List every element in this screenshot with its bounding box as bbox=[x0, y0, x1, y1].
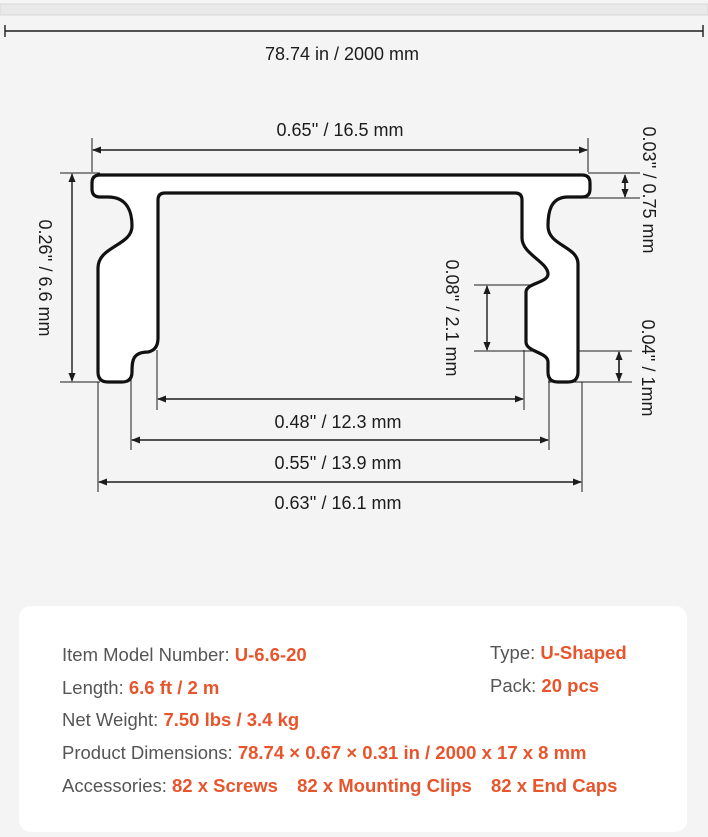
spec-type-value: U-Shaped bbox=[540, 642, 627, 663]
foot-height-label: 0.04'' / 1mm bbox=[638, 320, 658, 417]
spec-pack-label: Pack: bbox=[490, 675, 537, 696]
spec-length-label: Length: bbox=[62, 677, 124, 698]
height-label: 0.26'' / 6.6 mm bbox=[35, 220, 55, 337]
middle-width-label: 0.55'' / 13.9 mm bbox=[275, 453, 402, 473]
spec-type: Type: U-Shaped bbox=[490, 642, 627, 664]
spec-card: Item Model Number: U-6.6-20 Type: U-Shap… bbox=[19, 606, 687, 832]
slot-height-label: 0.08'' / 2.1 mm bbox=[442, 260, 462, 377]
spec-length-value: 6.6 ft / 2 m bbox=[128, 677, 220, 698]
spec-model: Item Model Number: U-6.6-20 bbox=[62, 644, 307, 666]
wall-thickness-label: 0.03'' / 0.75 mm bbox=[639, 127, 659, 254]
length-label: 78.74 in / 2000 mm bbox=[265, 44, 419, 64]
spec-pack: Pack: 20 pcs bbox=[490, 675, 599, 697]
spec-weight: Net Weight: 7.50 lbs / 3.4 kg bbox=[62, 709, 299, 731]
spec-length: Length: 6.6 ft / 2 m bbox=[62, 677, 219, 699]
accessory-end-caps: 82 x End Caps bbox=[490, 775, 618, 796]
bottom-width-label: 0.63'' / 16.1 mm bbox=[275, 493, 402, 513]
spec-accessories-label: Accessories: bbox=[62, 775, 167, 796]
spec-dimensions-value: 78.74 × 0.67 × 0.31 in / 2000 x 17 x 8 m… bbox=[237, 742, 587, 763]
spec-pack-value: 20 pcs bbox=[541, 675, 600, 696]
length-dimension bbox=[4, 25, 704, 37]
spec-model-value: U-6.6-20 bbox=[234, 644, 307, 665]
inner-width-label: 0.48'' / 12.3 mm bbox=[275, 412, 402, 432]
top-width-label: 0.65'' / 16.5 mm bbox=[277, 120, 404, 140]
u-profile-outline bbox=[90, 173, 592, 384]
profile-diagram: 78.74 in / 2000 mm 0.65'' / 16.5 mm 0.26… bbox=[0, 3, 708, 513]
spec-model-label: Item Model Number: bbox=[62, 644, 230, 665]
profile-strip bbox=[0, 3, 708, 16]
accessory-screws: 82 x Screws bbox=[172, 775, 278, 796]
spec-weight-value: 7.50 lbs / 3.4 kg bbox=[163, 709, 300, 730]
spec-type-label: Type: bbox=[490, 642, 536, 663]
spec-accessories: Accessories: 82 x Screws 82 x Mounting C… bbox=[62, 775, 617, 797]
spec-dimensions: Product Dimensions: 78.74 × 0.67 × 0.31 … bbox=[62, 742, 587, 764]
spec-dimensions-label: Product Dimensions: bbox=[62, 742, 233, 763]
accessory-mounting-clips: 82 x Mounting Clips bbox=[297, 775, 472, 796]
spec-weight-label: Net Weight: bbox=[62, 709, 159, 730]
